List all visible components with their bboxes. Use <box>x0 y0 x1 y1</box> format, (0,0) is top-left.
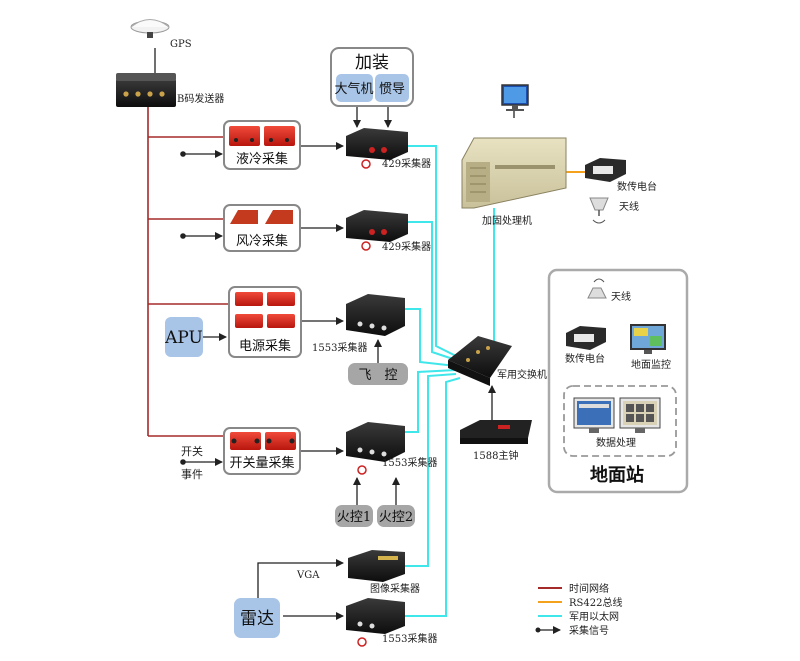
collector-429b-device <box>346 210 408 251</box>
collector-1553b-label: 1553采集器 <box>382 456 437 469</box>
processing-monitor-2-icon <box>619 397 661 433</box>
master-clock-device <box>460 420 532 444</box>
huokong1-box <box>335 505 373 527</box>
legend: 时间网络 RS422总线 军用以太网 采集信号 <box>535 582 622 637</box>
ground-monitor-icon <box>630 324 666 354</box>
collector-image-label: 图像采集器 <box>370 582 420 595</box>
ground-datalink-device <box>566 326 606 350</box>
daqiji-box <box>336 74 373 102</box>
apu-label: APU <box>164 328 203 348</box>
processor-device <box>461 137 567 209</box>
kaiguan-event-line1: 开关 <box>181 444 203 458</box>
bcode-transmitter-device <box>116 73 176 107</box>
time-network-wires <box>147 105 228 437</box>
data-processing-frame <box>563 385 677 457</box>
onboard-antenna-icon <box>589 197 609 224</box>
ground-datalink-label: 数传电台 <box>565 352 605 365</box>
kaiguan-devices <box>230 432 296 450</box>
collector-429a-label: 429采集器 <box>382 157 431 170</box>
huokong1-label: 火控1 <box>337 510 371 525</box>
monitor-icon <box>501 84 529 111</box>
ground-station-frame <box>547 268 689 494</box>
gps-antenna-icon <box>130 19 170 38</box>
legend-time-network-label: 时间网络 <box>569 582 609 595</box>
yeleng-label: 液冷采集 <box>236 151 288 167</box>
collector-1553b-device <box>346 422 405 475</box>
huokong2-label: 火控2 <box>379 510 413 525</box>
dianyuan-devices <box>235 292 295 328</box>
guandao-box <box>375 74 409 102</box>
collector-429b-label: 429采集器 <box>382 240 431 253</box>
dianyuan-label: 电源采集 <box>239 338 291 354</box>
radar-box <box>234 598 280 638</box>
daqiji-label: 大气机 <box>334 81 373 97</box>
processing-monitor-1-icon <box>573 397 615 433</box>
apu-box <box>165 317 203 357</box>
collector-1553a-label: 1553采集器 <box>312 341 367 354</box>
feikong-box <box>348 363 408 385</box>
feikong-label: 飞 控 <box>358 368 397 383</box>
ground-monitor-label: 地面监控 <box>631 358 671 371</box>
kaiguan-label: 开关量采集 <box>229 455 294 471</box>
yeleng-devices <box>229 126 295 146</box>
ethernet-wires <box>405 145 495 617</box>
radar-label: 雷达 <box>240 609 274 629</box>
guandao-label: 惯导 <box>379 81 405 97</box>
legend-signal-label: 采集信号 <box>569 624 609 637</box>
gps-label: GPS <box>170 39 192 50</box>
signal-wires <box>154 48 518 620</box>
ground-station-title: 地面站 <box>590 464 644 486</box>
collector-1553c-label: 1553采集器 <box>382 632 437 645</box>
fengleng-devices <box>230 210 293 224</box>
huokong2-box <box>377 505 415 527</box>
onboard-antenna-label: 天线 <box>619 200 639 213</box>
clock-label: 1588主钟 <box>473 449 518 462</box>
ground-antenna-label: 天线 <box>611 290 631 303</box>
legend-ethernet-label: 军用以太网 <box>569 610 619 623</box>
fengleng-label: 风冷采集 <box>236 233 288 249</box>
collector-image-device <box>348 550 405 582</box>
signal-dots <box>180 151 186 465</box>
legend-rs422-label: RS422总线 <box>569 596 622 609</box>
switch-label: 军用交换机 <box>497 368 547 381</box>
bcode-label: B码发送器 <box>177 92 224 105</box>
processing-label: 数据处理 <box>596 436 636 449</box>
datalink-radio-device <box>585 158 626 182</box>
collector-1553c-device <box>346 598 405 647</box>
ground-antenna-icon <box>587 278 607 299</box>
jiazhuang-title: 加装 <box>355 53 389 73</box>
radar-vga-label: VGA <box>296 570 320 581</box>
kaiguan-event-line2: 事件 <box>181 468 203 481</box>
processor-label: 加固处理机 <box>482 214 532 227</box>
military-switch-device <box>448 336 512 386</box>
collector-1553a-device <box>346 294 405 336</box>
collector-429a-device <box>346 128 408 169</box>
datalink-label: 数传电台 <box>617 180 657 193</box>
